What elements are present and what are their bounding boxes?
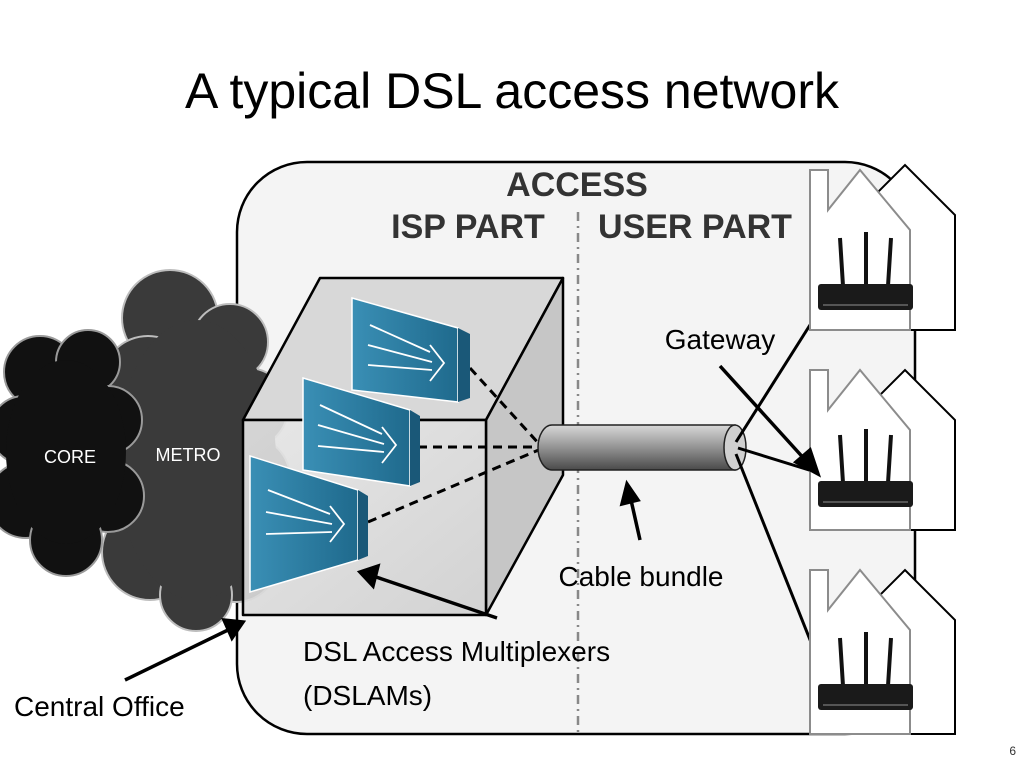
dslam-device-3: [249, 454, 368, 594]
gateway-label: Gateway: [665, 324, 776, 355]
user-part-label: USER PART: [598, 208, 792, 246]
dslam-label-line1: DSL Access Multiplexers: [303, 636, 610, 667]
dslam-label-line2: (DSLAMs): [303, 680, 432, 711]
dslam-device-2: [302, 376, 420, 487]
metro-label: METRO: [156, 445, 221, 465]
gateway-router-2: [818, 429, 913, 507]
core-cloud: [0, 329, 145, 577]
gateway-router-3: [818, 632, 913, 710]
cable-bundle: [537, 424, 747, 471]
access-label: ACCESS: [506, 166, 648, 204]
slide-title: A typical DSL access network: [185, 63, 839, 119]
core-label: CORE: [44, 447, 96, 467]
isp-part-label: ISP PART: [391, 208, 545, 246]
gateway-router-1: [818, 232, 913, 310]
dslam-cable-links: [367, 366, 543, 524]
annotation-arrows: [124, 364, 822, 682]
central-office-label: Central Office: [14, 691, 185, 722]
page-number: 6: [1009, 744, 1016, 758]
cable-bundle-label: Cable bundle: [558, 561, 723, 592]
dslam-device-1: [351, 297, 470, 403]
